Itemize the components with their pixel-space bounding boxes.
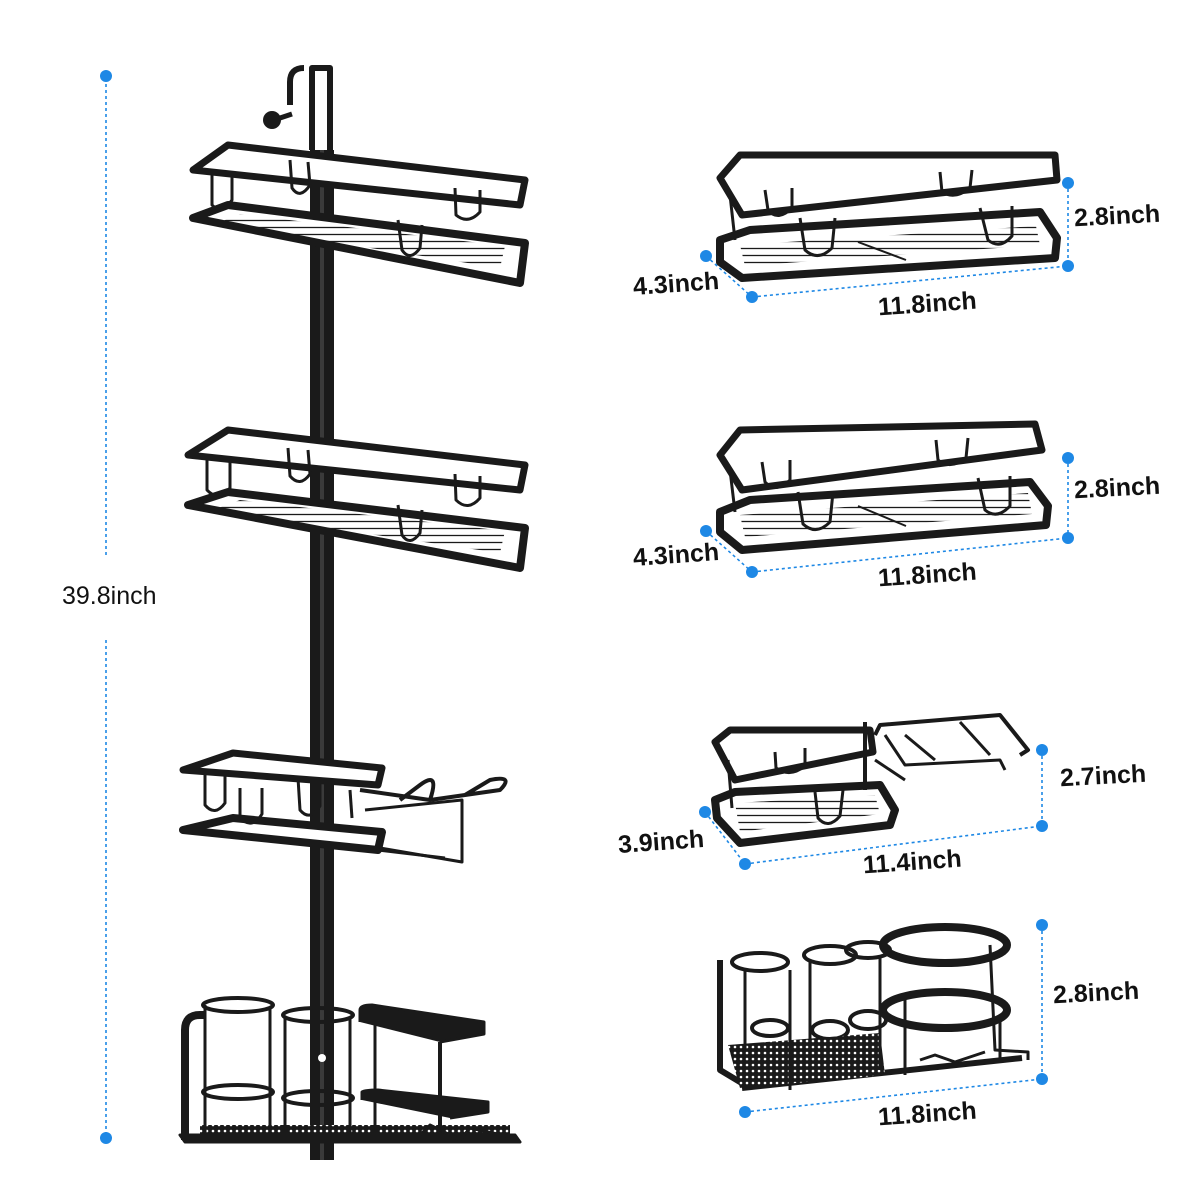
dimension-endpoint bbox=[100, 1132, 112, 1144]
overall-height-label: 39.8inch bbox=[62, 582, 157, 610]
bottom-organizer-height-label: 2.8inch bbox=[1052, 976, 1140, 1010]
assembled-middle-basket bbox=[184, 426, 529, 572]
module-top-dimensions bbox=[700, 177, 1074, 303]
module-bottom-dimensions bbox=[739, 919, 1048, 1118]
top-basket-height-label: 2.8inch bbox=[1073, 199, 1161, 233]
middle-basket-depth-label: 4.3inch bbox=[632, 538, 720, 572]
dimension-endpoint bbox=[100, 70, 112, 82]
module-tool-holder-dimensions bbox=[699, 744, 1048, 870]
module-middle-dimensions bbox=[700, 452, 1074, 578]
module-top-basket-drawing bbox=[716, 151, 1061, 282]
tool-holder-depth-label: 3.9inch bbox=[617, 825, 705, 859]
assembled-top-basket bbox=[189, 141, 529, 287]
tool-holder-height-label: 2.7inch bbox=[1059, 759, 1147, 793]
overall-height-dimension bbox=[100, 70, 112, 1144]
top-basket-depth-label: 4.3inch bbox=[632, 267, 720, 301]
module-tool-holder-drawing bbox=[711, 713, 1030, 847]
assembled-tool-holder bbox=[179, 749, 508, 864]
module-bottom-organizer-drawing bbox=[717, 923, 1030, 1091]
shower-caddy-assembled bbox=[178, 65, 529, 1160]
middle-basket-height-label: 2.8inch bbox=[1073, 471, 1161, 505]
assembled-bottom-organizer bbox=[178, 996, 522, 1144]
module-middle-basket-drawing bbox=[716, 420, 1052, 554]
